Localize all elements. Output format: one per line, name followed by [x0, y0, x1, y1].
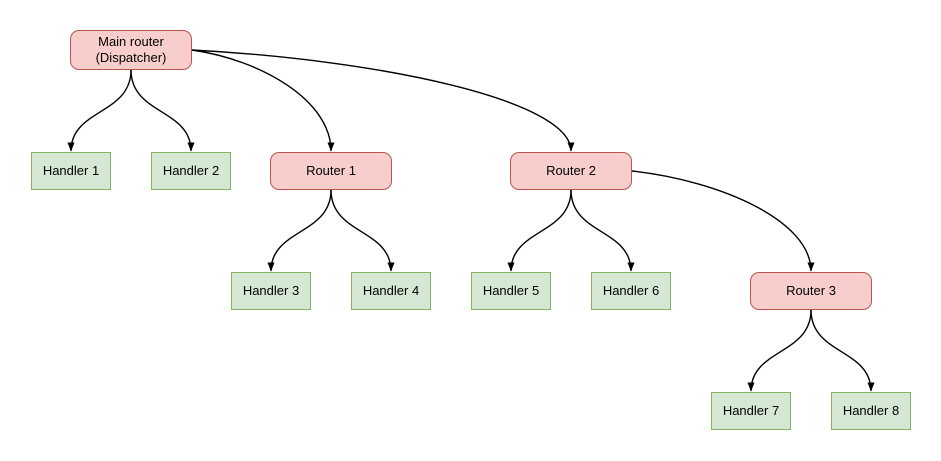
node-label: Router 2 — [546, 162, 596, 178]
node-label: Handler 7 — [722, 402, 780, 418]
node-label: Handler 1 — [42, 162, 100, 178]
node-label: Handler 6 — [602, 282, 660, 298]
edge-r3-to-h8 — [810, 309, 875, 392]
node-label: Handler 8 — [842, 402, 900, 418]
node-h6: Handler 6 — [591, 272, 671, 310]
edge-main-to-h2 — [130, 69, 195, 152]
node-h3: Handler 3 — [231, 272, 311, 310]
node-r2: Router 2 — [510, 152, 632, 190]
node-h5: Handler 5 — [471, 272, 551, 310]
node-h1: Handler 1 — [31, 152, 111, 190]
edge-main-to-r2 — [191, 49, 575, 152]
edge-main-to-r1 — [191, 49, 335, 152]
node-h8: Handler 8 — [831, 392, 911, 430]
node-label: Router 3 — [786, 282, 836, 298]
node-r1: Router 1 — [270, 152, 392, 190]
node-label: Handler 5 — [482, 282, 540, 298]
edge-r1-to-h4 — [330, 189, 395, 272]
edge-r2-to-h6 — [570, 189, 635, 272]
node-label: Router 1 — [306, 162, 356, 178]
edge-r2-to-r3 — [631, 170, 815, 272]
edge-r2-to-h5 — [507, 189, 572, 272]
node-label: Handler 2 — [162, 162, 220, 178]
node-h2: Handler 2 — [151, 152, 231, 190]
node-label: Handler 4 — [362, 282, 420, 298]
node-label: Handler 3 — [242, 282, 300, 298]
edge-group — [67, 49, 875, 392]
node-main: Main router (Dispatcher) — [70, 30, 192, 70]
edge-r1-to-h3 — [267, 189, 332, 272]
node-h4: Handler 4 — [351, 272, 431, 310]
node-h7: Handler 7 — [711, 392, 791, 430]
edge-main-to-h1 — [67, 69, 132, 152]
node-r3: Router 3 — [750, 272, 872, 310]
node-label: Main router (Dispatcher) — [95, 33, 167, 65]
edge-r3-to-h7 — [747, 309, 812, 392]
